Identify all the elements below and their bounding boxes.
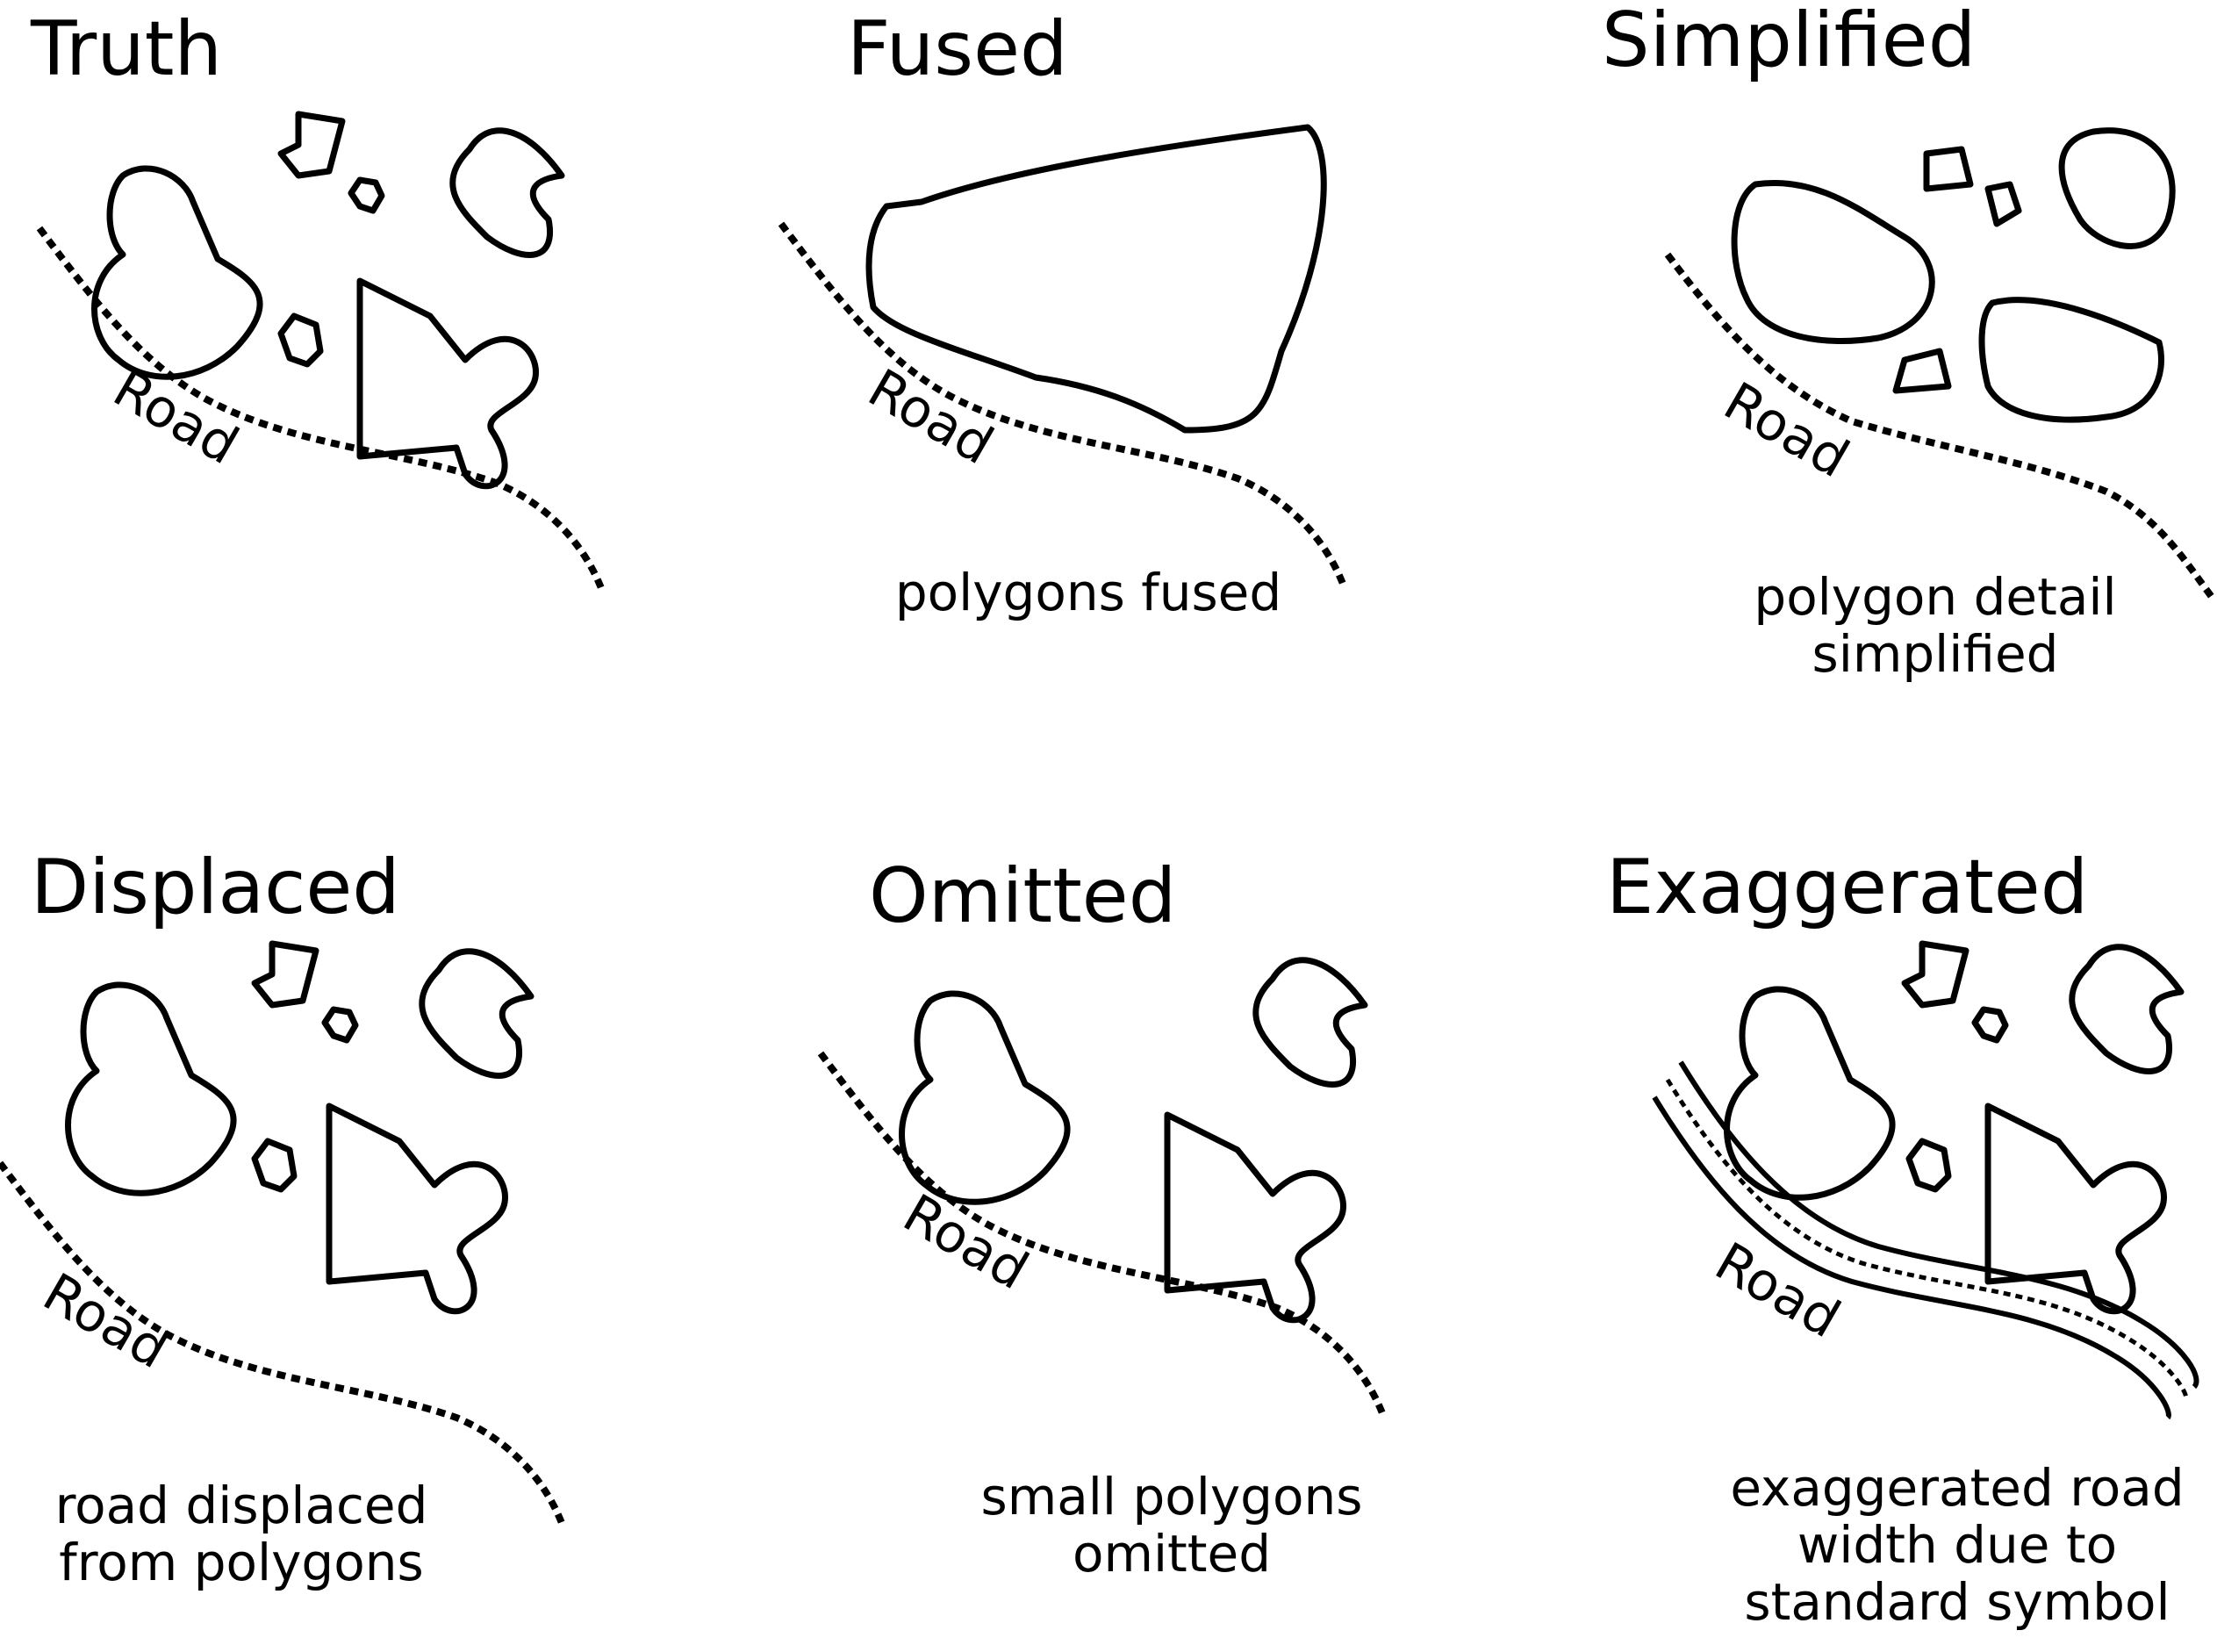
- panel-displaced: Displaced Road road displaced from polyg…: [0, 844, 562, 1592]
- road-label: Road: [1714, 370, 1859, 490]
- polygon-cross: [1978, 297, 2164, 423]
- panel-title: Displaced: [31, 844, 400, 931]
- polygon-large: [1727, 989, 1893, 1197]
- panel-title: Omitted: [869, 852, 1176, 940]
- panel-fused: Fused Road polygons fused: [781, 5, 1343, 622]
- caption-line: from polygons: [59, 1533, 423, 1592]
- panel-truth: Truth Road: [30, 5, 601, 588]
- polygon-hook: [281, 114, 342, 176]
- panel-exaggerated: Exaggerated Road exaggerated road width …: [1606, 844, 2199, 1632]
- road-label: Road: [858, 357, 1003, 477]
- caption-line: standard symbol: [1744, 1572, 2170, 1632]
- polygon-hook: [1923, 146, 1974, 192]
- caption-line: exaggerated road: [1730, 1458, 2184, 1518]
- panel-simplified: Simplified Road polygon detail simplifie…: [1602, 0, 2215, 684]
- polygon-claw: [2072, 947, 2181, 1072]
- caption-line: simplified: [1812, 624, 2059, 684]
- polygon-large: [1731, 180, 1935, 345]
- polygon-tiny: [255, 1141, 294, 1189]
- polygon-hook: [1905, 944, 1966, 1005]
- polygon-tiny: [1892, 348, 1952, 394]
- caption-line: omitted: [1073, 1524, 1271, 1584]
- caption-line: width due to: [1797, 1515, 2117, 1575]
- road-edge-inner: [1652, 1095, 2171, 1420]
- polygon-hook: [255, 944, 316, 1005]
- caption-line: polygon detail: [1754, 567, 2116, 627]
- polygon-large: [95, 169, 261, 377]
- panel-title: Exaggerated: [1606, 844, 2088, 931]
- polygon-cross: [329, 1106, 505, 1311]
- polygon-cross: [360, 281, 535, 486]
- polygon-large: [68, 985, 234, 1193]
- polygon-claw: [453, 131, 562, 255]
- polygon-cross: [1167, 1115, 1343, 1320]
- panel-title: Simplified: [1602, 0, 1976, 84]
- panel-title: Fused: [847, 5, 1068, 93]
- polygon-claw: [1256, 960, 1365, 1085]
- polygon-small: [1984, 181, 2022, 227]
- panel-title: Truth: [30, 5, 222, 93]
- road-label: Road: [33, 1261, 178, 1381]
- polygon-small: [1975, 1009, 2005, 1040]
- polygon-tiny: [1909, 1141, 1948, 1189]
- polygon-tiny: [281, 316, 320, 364]
- polygon-fused: [865, 124, 1327, 434]
- road-centerline: [1665, 1078, 2189, 1402]
- caption-line: polygons fused: [895, 563, 1281, 622]
- panel-omitted: Omitted Road small polygons omitted: [821, 852, 1382, 1584]
- polygon-cross: [1988, 1106, 2163, 1311]
- polygon-claw: [2058, 127, 2176, 249]
- caption-line: road displaced: [55, 1476, 428, 1535]
- polygon-small: [325, 1009, 355, 1040]
- polygon-claw: [422, 952, 531, 1076]
- polygon-large: [902, 994, 1068, 1202]
- road-edge-outer: [1678, 1060, 2199, 1390]
- caption-line: small polygons: [981, 1467, 1363, 1526]
- polygon-small: [351, 180, 382, 211]
